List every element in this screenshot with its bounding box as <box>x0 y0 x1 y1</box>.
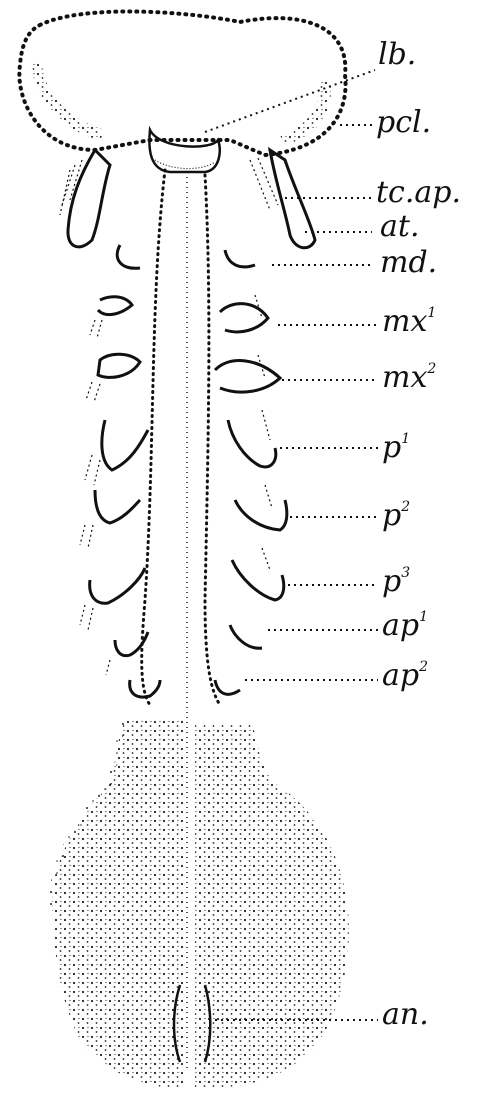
anal-opening <box>172 984 212 1063</box>
germ-band-right-edge <box>203 173 222 707</box>
leader-lines <box>204 69 378 1021</box>
appendages-left-hatching <box>79 319 111 676</box>
appendages-right <box>213 249 289 696</box>
label-mx2: mx2 <box>382 360 437 395</box>
antenna-left <box>66 147 112 249</box>
antenna-right <box>267 146 317 250</box>
label-lb: lb. <box>378 37 417 72</box>
appendages-right-hatching <box>254 294 273 571</box>
label-mx1: mx1 <box>382 304 437 339</box>
germ-band-left-edge <box>140 168 167 707</box>
label-md: md. <box>380 245 438 280</box>
appendages-left <box>88 244 162 699</box>
label-p1: p1 <box>382 430 411 465</box>
posterior-region-left <box>51 720 185 1089</box>
label-tc-ap: tc.ap. <box>376 175 462 210</box>
label-p2: p2 <box>382 498 411 533</box>
head-lobes <box>17 9 348 158</box>
label-p3: p3 <box>382 564 411 599</box>
head-lobes-inner-stipple <box>30 60 105 140</box>
posterior-region-right <box>195 725 349 1089</box>
label-at: at. <box>380 209 420 244</box>
label-pcl: pcl. <box>376 105 432 140</box>
label-ap1: ap1 <box>382 608 429 643</box>
label-ap2: ap2 <box>382 658 429 693</box>
labrum <box>148 125 222 174</box>
label-an: an. <box>382 997 429 1032</box>
